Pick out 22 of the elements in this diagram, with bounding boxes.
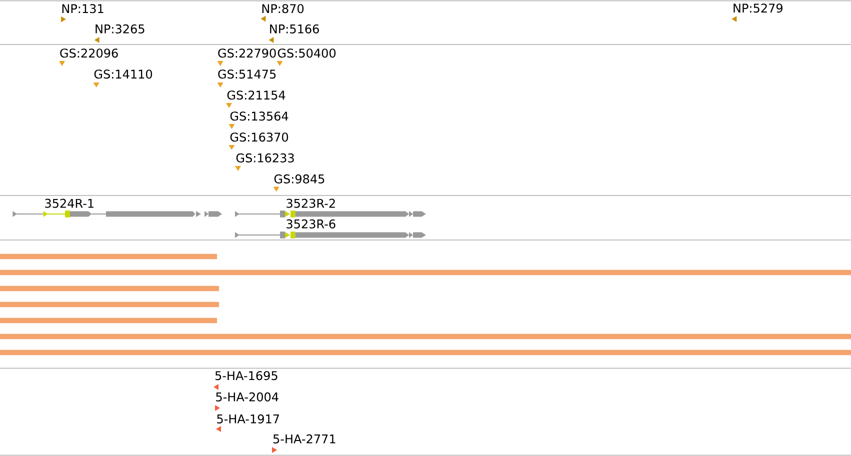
feature-label: 3523R-2 bbox=[286, 198, 335, 208]
feature-label: NP:870 bbox=[262, 4, 304, 14]
feature-label: GS:16370 bbox=[230, 132, 288, 142]
feature-label: 5-HA-2771 bbox=[273, 434, 336, 444]
feature-label: GS:14110 bbox=[94, 70, 152, 79]
feature-label: NP:5166 bbox=[270, 24, 319, 34]
feature-label: GS:51475 bbox=[218, 70, 276, 79]
feature-label: GS:16233 bbox=[236, 153, 294, 162]
feature-label: GS:50400 bbox=[278, 48, 336, 58]
feature-label: GS:22790 bbox=[218, 48, 276, 58]
feature-label: NP:131 bbox=[62, 4, 104, 14]
feature-label: 3524R-1 bbox=[45, 198, 94, 208]
feature-label: GS:21154 bbox=[227, 90, 286, 100]
feature-label: 5-HA-1695 bbox=[215, 371, 278, 380]
feature-label: 5-HA-1917 bbox=[217, 414, 279, 424]
feature-label: 5-HA-2004 bbox=[216, 392, 278, 402]
feature-label: NP:3265 bbox=[96, 24, 144, 34]
feature-label: GS:9845 bbox=[274, 174, 324, 184]
feature-label: GS:22096 bbox=[60, 48, 118, 58]
feature-label: GS:13564 bbox=[230, 112, 288, 121]
feature-label: NP:5279 bbox=[734, 4, 782, 13]
feature-label: 3523R-6 bbox=[286, 219, 336, 228]
